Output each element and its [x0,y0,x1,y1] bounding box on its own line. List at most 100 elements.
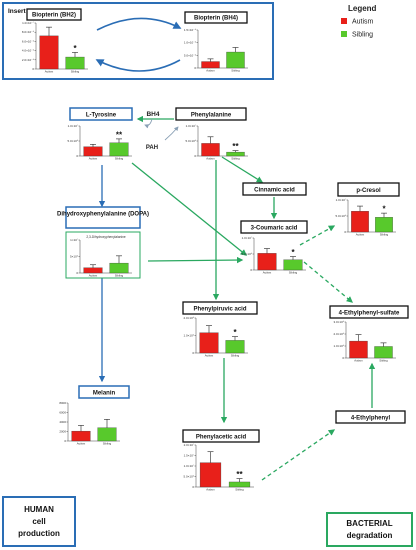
degradation-label: degradation [347,531,393,540]
chart-bh2-category-label: Sibling [71,70,80,74]
node-ethylphenyl-box [335,410,406,424]
chart-phenylalanine-significance: ** [232,142,239,151]
label-pah: PAH [146,145,158,151]
chart-phenylalanine-category-label: Autism [206,157,215,161]
human-production-label: production [18,529,60,538]
chart-tyrosine-tick-label: 1.0×10⁷ [68,124,78,128]
arrow-phenylacetic-to-ethylphenyl [261,429,336,481]
node-dopa-label: Dihydroxyphenylalanine (DOPA) [57,212,149,218]
chart-bh2-tick-label: 2.0×10⁻⁶ [22,58,35,62]
chart-phenylacetic-bar-sibling [228,481,251,488]
chart-p_cresol-tick-label: 5.0×10⁶ [336,214,347,218]
chart-phenylpiruvic-significance: * [233,328,237,337]
node-coumaric-acid-box [240,220,308,234]
arrow-tyrosine-to-coumaric [131,162,248,256]
chart-dopa-tick-label: 1×10⁷ [70,238,78,242]
chart-p_cresol-category-label: Sibling [380,233,389,237]
chart-dopa-bar-autism [83,267,103,274]
human-label: HUMAN [24,505,54,514]
chart-ethylphenyl_sulfate-tick-label: 0 [342,356,344,360]
chart-tyrosine-tick-label: 5.0×10⁶ [68,139,79,143]
node-dopa-box [65,206,141,229]
chart-bh4-tick-label: 1.0×10⁻⁶ [184,41,197,45]
chart-bh4-category-label: Sibling [231,69,240,73]
chart-bh4-tick-label: 5.0×10⁻⁶ [184,53,197,57]
arrow-coumaric-to-ethylphenyl-sulfate [303,261,353,303]
node-l-tyrosine-box [69,107,133,121]
chart-dopa-title: 2,3-Dihydroxyphenylalanine [86,235,126,239]
legend-swatch-sibling [341,31,347,37]
chart-melanin-tick-label: 6000 [59,411,66,415]
chart-dopa-category-label: Autism [89,274,98,278]
arrow-bh2-to-bh4 [96,17,182,31]
chart-melanin-tick-label: 0 [64,439,66,443]
chart-bh4-bar-autism [201,61,220,69]
chart-dopa-bar-sibling [109,262,129,274]
chart-coumaric-tick-label: 0 [250,268,252,272]
chart-coumaric-bar-sibling [283,259,303,271]
chart-ethylphenyl_sulfate-tick-label: 1.0×10⁶ [334,344,345,348]
chart-phenylacetic-tick-label: 2.0×10⁷ [184,443,194,447]
chart-bh2-tick-label: 8.0×10⁻⁶ [22,30,35,34]
human-production-box [2,496,76,547]
chart-phenylacetic-tick-label: 0 [192,485,194,489]
node-phenylpiruvic-box [182,301,258,315]
chart-phenylacetic-bar-autism [199,462,222,488]
chart-phenylalanine-tick-label: 5.0×10⁶ [186,139,197,143]
node-cinnamic-acid: Cinnamic acid [254,188,295,194]
node-biopterin-bh4-box [184,11,248,24]
node-melanin-box [78,385,130,399]
chart-p_cresol-bar-sibling [375,217,393,233]
chart-dopa-tick-label: 0 [76,271,78,275]
chart-phenylacetic-tick-label: 1.5×10⁷ [184,454,194,458]
chart-phenylalanine-bar-autism [201,143,220,157]
chart-p_cresol-category-label: Autism [356,233,365,237]
chart-bh2-tick-label: 4.0×10⁻⁶ [22,49,35,53]
arrow-bh4-cofactor [144,118,153,129]
chart-coumaric-bar-autism [257,253,277,271]
chart-ethylphenyl_sulfate-tick-label: 3.0×10⁶ [334,320,345,324]
chart-phenylpiruvic-bar-sibling [225,340,245,354]
legend-label-sibling: Sibling [352,32,373,39]
label-bh4: BH4 [146,111,159,118]
node-biopterin-bh4: Biopterin (BH4) [194,16,238,22]
node-ethylphenyl-sulfate-box [329,305,409,319]
chart-phenylacetic-category-label: Autism [206,488,215,492]
node-coumaric-acid: 3-Coumaric acid [251,226,298,232]
bacterial-label: BACTERIAL [346,519,392,528]
chart-bh2-category-label: Autism [45,70,54,74]
chart-tyrosine-significance: ** [116,130,123,139]
legend-swatch-autism [341,18,347,24]
chart-coumaric-tick-label: 5.0×10⁶ [242,252,253,256]
chart-phenylpiruvic-category-label: Sibling [231,354,240,358]
node-melanin: Melanin [93,391,116,397]
legend-title: Legend [348,4,377,13]
chart-ethylphenyl_sulfate-bar-autism [349,340,368,359]
chart-phenylacetic-tick-label: 5.0×10⁶ [184,475,195,479]
chart-ethylphenyl_sulfate-category-label: Autism [354,359,363,363]
node-cinnamic-acid-box [242,182,307,196]
chart-ethylphenyl_sulfate-category-label: Sibling [379,359,388,363]
node-dopa: Dihydroxyphenylalanine (DOPA) [57,212,149,218]
chart-phenylpiruvic-tick-label: 0 [192,351,194,355]
chart-phenylalanine-bar-sibling [226,151,245,157]
chart-bh2: 02.0×10⁻⁶4.0×10⁻⁶6.0×10⁻⁶8.0×10⁻⁶1.0×10⁻… [22,21,88,74]
node-phenylacetic-acid: Phenylacetic acid [196,435,247,441]
chart-melanin-category-label: Sibling [103,442,112,446]
chart-tyrosine-bar-autism [83,146,103,157]
node-p-cresol-box [337,182,400,197]
chart-ethylphenyl_sulfate-bar-sibling [374,346,393,359]
chart-p_cresol-tick-label: 0 [344,230,346,234]
chart-bh2-tick-label: 1.0×10⁻⁷ [22,21,34,25]
node-phenylalanine: Phenylalanine [191,113,232,119]
chart-bh4-bar-sibling [226,51,245,69]
chart-phenylpiruvic-bar-autism [199,332,219,354]
chart-p_cresol-tick-label: 1.0×10⁷ [336,198,346,202]
chart-bh2-tick-label: 6.0×10⁻⁶ [22,39,35,43]
chart-bh2-significance: * [73,44,77,53]
